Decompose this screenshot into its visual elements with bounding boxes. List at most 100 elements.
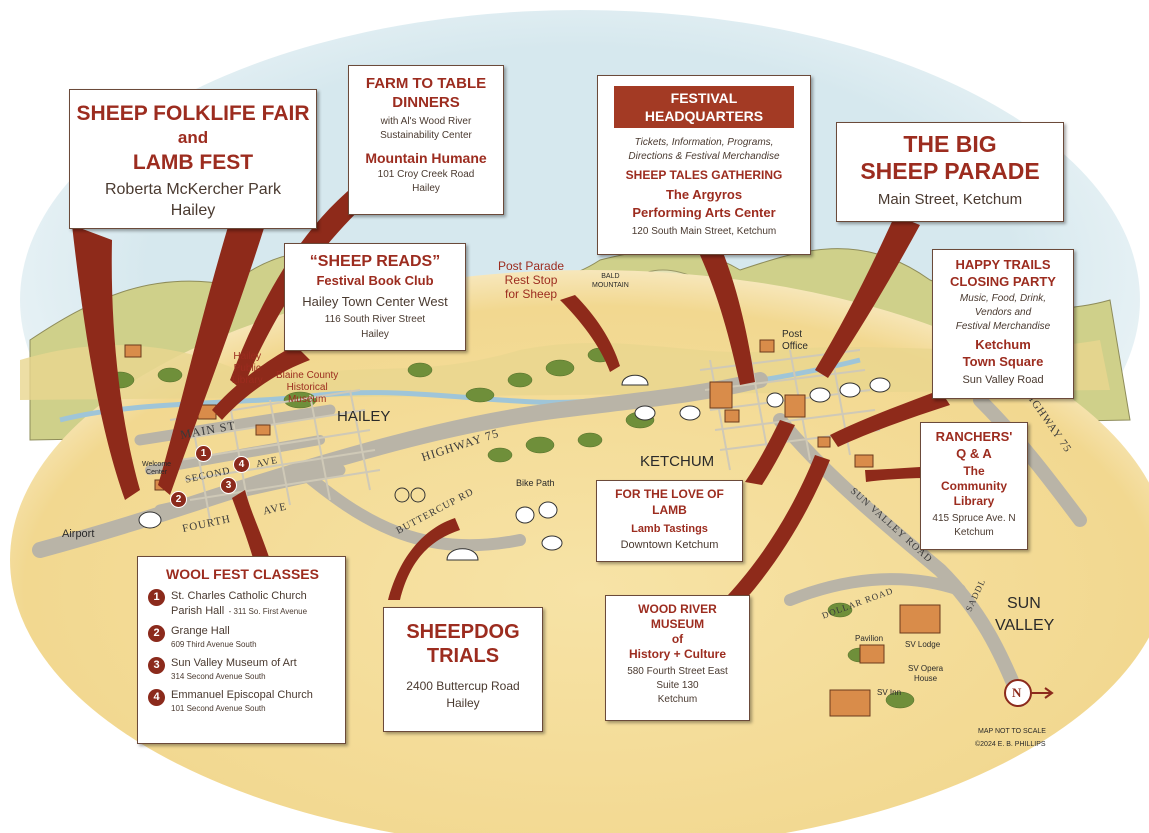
bike-path-label: Bike Path (516, 478, 555, 488)
ranchers-addr: 415 Spruce Ave. N (932, 513, 1016, 524)
opera-line-1: SV Opera (908, 664, 944, 673)
museum-title-2: MUSEUM (650, 617, 705, 631)
marker-2: 2 (170, 491, 187, 508)
sun-label: SUN (1007, 595, 1041, 612)
reads-addr: 116 South River Street (324, 314, 426, 325)
wagons (394, 374, 649, 561)
farm-to-table-box: FARM TO TABLE DINNERS with Al's Wood Riv… (348, 65, 504, 215)
post-line-2: Office (782, 341, 808, 352)
happy-addr: Sun Valley Road (962, 374, 1044, 386)
wool-item-2: 2 Grange Hall 609 Third Avenue South (148, 625, 337, 651)
wool-item-4: 4 Emmanuel Episcopal Church 101 Second A… (148, 689, 337, 715)
wood-river-museum-box: WOOD RIVER MUSEUM of History + Culture 5… (605, 595, 750, 721)
happy-title-2: CLOSING PARTY (950, 274, 1056, 289)
museum-addr-2: Suite 130 (656, 680, 699, 691)
rest-line-1: Post Parade (498, 259, 565, 273)
folklife-town: Hailey (170, 202, 216, 219)
valley-label: VALLEY (995, 617, 1055, 634)
wool-title: WOOL FEST CLASSES (166, 566, 319, 582)
sv-inn-label: SV Inn (877, 688, 902, 697)
pavilion-label: Pavilion (855, 634, 884, 643)
folklife-and: and (177, 128, 209, 147)
ranchers-title-1: RANCHERS' (935, 429, 1013, 444)
parade-place: Main Street, Ketchum (877, 191, 1023, 208)
ranchers-venue-1: The (963, 464, 985, 478)
museum-title-1: WOOD RIVER (638, 602, 717, 616)
wool-item-2-addr: 609 Third Avenue South (171, 640, 257, 649)
hailey-label: HAILEY (337, 408, 391, 425)
rest-stop-label: Post Parade Rest Stop for Sheep (498, 259, 564, 301)
ketchum-label: KETCHUM (640, 453, 715, 470)
folklife-title-2: LAMB FEST (132, 151, 254, 174)
sheep (138, 377, 891, 551)
wool-number-4: 4 (148, 689, 165, 706)
wool-number-1: 1 (148, 589, 165, 606)
hq-banner-2: HEADQUARTERS (644, 108, 764, 124)
museum-title-4: History + Culture (628, 647, 727, 661)
happy-trails-box: HAPPY TRAILS CLOSING PARTY Music, Food, … (932, 249, 1074, 399)
marker-1: 1 (195, 445, 212, 462)
marker-4: 4 (233, 456, 250, 473)
folklife-title-1: SHEEP FOLKLIFE FAIR (76, 102, 310, 125)
love-place: Downtown Ketchum (620, 539, 719, 551)
sheepdog-addr: 2400 Buttercup Road (406, 679, 520, 693)
welcome-line-2: Center (146, 469, 168, 476)
museum-line-2: Historical (286, 382, 328, 393)
library-line-3: Library (232, 375, 263, 386)
hq-banner: FESTIVAL HEADQUARTERS (614, 86, 794, 128)
historical-museum-label: Blaine County Historical Museum (276, 370, 338, 406)
hq-desc-1: Tickets, Information, Programs, (634, 137, 774, 148)
sheepdog-title-1: SHEEPDOG (406, 621, 520, 643)
love-of-lamb-box: FOR THE LOVE OF LAMB Lamb Tastings Downt… (596, 480, 743, 562)
parade-title-2: SHEEP PARADE (860, 158, 1040, 184)
sv-lodge-label: SV Lodge (905, 640, 941, 649)
wool-item-3: 3 Sun Valley Museum of Art 314 Second Av… (148, 657, 337, 683)
museum-title-3: of (671, 632, 684, 646)
ranchers-qa-box: RANCHERS' Q & A The Community Library 41… (920, 422, 1028, 550)
ranchers-title-2: Q & A (956, 446, 992, 461)
airport-label: Airport (62, 528, 95, 540)
sheepdog-title-2: TRIALS (426, 645, 500, 667)
wool-item-1-name2: Parish Hall (171, 605, 225, 617)
hq-desc-2: Directions & Festival Merchandise (628, 151, 780, 162)
hq-addr: 120 South Main Street, Ketchum (631, 226, 777, 237)
sheepdog-town: Hailey (446, 696, 480, 710)
farm-sub-1: with Al's Wood River (380, 116, 472, 127)
folklife-place: Roberta McKercher Park (104, 181, 282, 198)
welcome-line-1: Welcome (142, 461, 172, 468)
wool-number-3: 3 (148, 657, 165, 674)
parade-title-1: THE BIG (903, 131, 997, 157)
wool-item-3-name: Sun Valley Museum of Art (171, 657, 297, 669)
post-office-label: Post Office (782, 329, 808, 353)
wool-fest-box: WOOL FEST CLASSES 1 St. Charles Catholic… (137, 556, 346, 744)
library-line-2: Public (233, 363, 261, 374)
farm-town: Hailey (412, 183, 440, 194)
happy-desc-3: Festival Merchandise (955, 321, 1051, 332)
rest-line-3: for Sheep (505, 287, 558, 301)
sheep-parade-box: THE BIG SHEEP PARADE Main Street, Ketchu… (836, 122, 1064, 222)
welcome-center-label: Welcome Center (142, 461, 171, 477)
credit-note: ©2024 E. B. PHILLIPS (975, 741, 1046, 748)
reads-venue: Hailey Town Center West (302, 294, 448, 309)
bald-line-2: MOUNTAIN (592, 282, 629, 289)
rest-line-2: Rest Stop (504, 273, 558, 287)
sheep-reads-box: “SHEEP READS” Festival Book Club Hailey … (284, 243, 466, 351)
wool-item-1-name: St. Charles Catholic Church (171, 590, 307, 602)
farm-sub-2: Sustainability Center (380, 130, 472, 141)
farm-title-1: FARM TO TABLE (365, 75, 487, 92)
sv-opera-label: SV Opera House (908, 664, 943, 684)
bald-mountain-label: BALD MOUNTAIN (592, 272, 629, 290)
museum-line-1: Blaine County (276, 370, 339, 381)
hq-event: SHEEP TALES GATHERING (625, 168, 783, 182)
love-title-1: FOR THE LOVE OF (615, 487, 724, 501)
love-sub: Lamb Tastings (631, 523, 708, 535)
hq-banner-1: FESTIVAL (670, 90, 738, 106)
library-line-1: Hailey (233, 351, 262, 362)
museum-line-3: Museum (287, 394, 327, 405)
happy-desc-1: Music, Food, Drink, (959, 293, 1047, 304)
compass (1004, 679, 1054, 707)
ranchers-venue-2: Community (941, 479, 1007, 493)
happy-venue-2: Town Square (962, 354, 1044, 369)
wool-number-2: 2 (148, 625, 165, 642)
